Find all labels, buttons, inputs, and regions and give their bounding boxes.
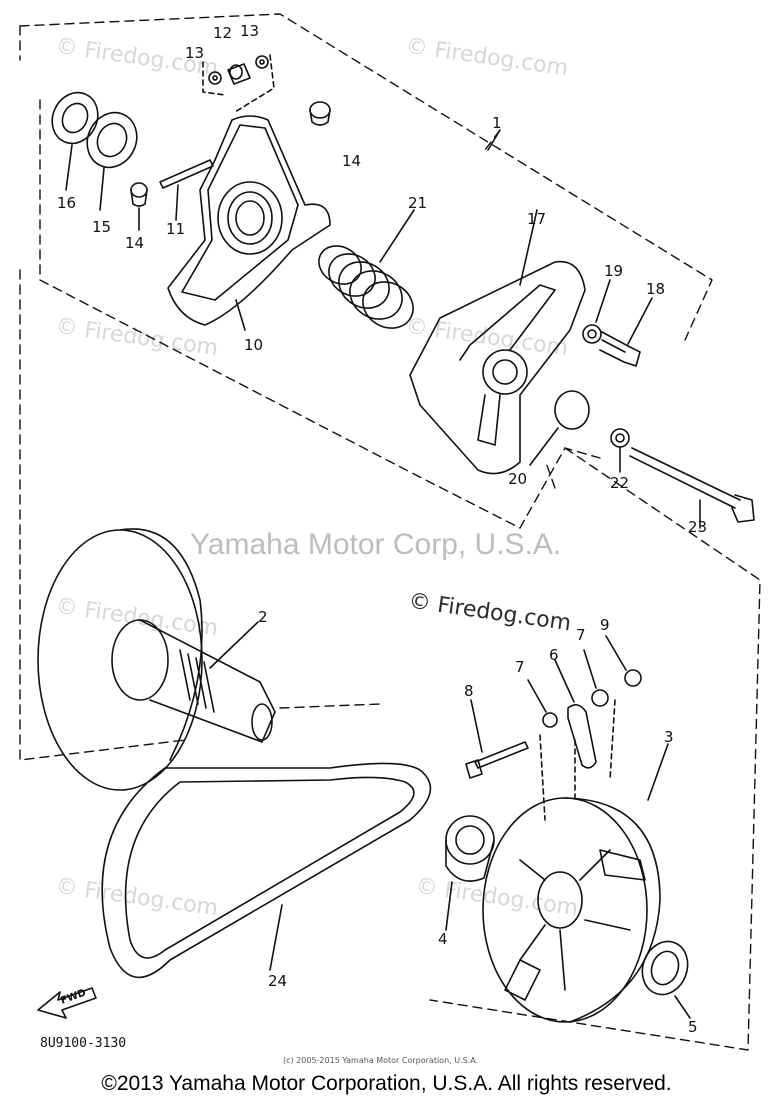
part-8-bolt <box>465 699 529 779</box>
part-19-washer <box>582 279 611 344</box>
callout-24: 24 <box>268 972 287 990</box>
small-credit: (c) 2005-2015 Yamaha Motor Corporation, … <box>283 1056 479 1065</box>
watermark-yamaha: Yamaha Motor Corp, U.S.A. <box>190 528 562 561</box>
diagram-code: 8U9100-3130 <box>40 1036 127 1051</box>
callout-9: 9 <box>600 616 610 634</box>
part-20-washer <box>529 390 590 466</box>
callout-10: 10 <box>244 336 263 354</box>
callout-4: 4 <box>438 930 448 948</box>
part-4-bushing <box>445 815 495 931</box>
part-16-washer <box>51 91 99 191</box>
part-3-movable-sheave <box>482 743 669 1023</box>
callout-1: 1 <box>492 114 502 132</box>
callout-13b: 13 <box>240 22 259 40</box>
part-17-cover <box>409 209 586 475</box>
callout-2: 2 <box>258 608 268 626</box>
part-22-nut <box>610 428 630 473</box>
callout-20: 20 <box>508 470 527 488</box>
fwd-arrow-icon <box>37 987 97 1019</box>
callout-18: 18 <box>646 280 665 298</box>
part-11-bolt <box>159 159 214 221</box>
callout-6: 6 <box>549 646 559 664</box>
callout-13a: 13 <box>185 44 204 62</box>
callout-16: 16 <box>57 194 76 212</box>
callout-21: 21 <box>408 194 427 212</box>
callout-23: 23 <box>688 518 707 536</box>
part-21-spring <box>318 209 415 329</box>
callout-7b: 7 <box>515 658 525 676</box>
callout-7a: 7 <box>576 626 586 644</box>
part-9-nut <box>605 635 642 687</box>
callout-19: 19 <box>604 262 623 280</box>
part-5-washer <box>641 940 691 1019</box>
callout-14b: 14 <box>342 152 361 170</box>
callout-12: 12 <box>213 24 232 42</box>
part-6-weight <box>554 659 597 769</box>
assembly-3-boundary <box>19 269 761 1051</box>
part-12-collar <box>227 63 251 85</box>
part-18-bolt <box>599 297 653 367</box>
part-7-washer <box>527 649 609 728</box>
part-14-pin-right <box>309 101 331 126</box>
callout-22: 22 <box>610 474 629 492</box>
callout-5: 5 <box>688 1018 698 1036</box>
callout-3: 3 <box>664 728 674 746</box>
copyright-footer: ©2013 Yamaha Motor Corporation, U.S.A. A… <box>101 1072 672 1095</box>
callout-15: 15 <box>92 218 111 236</box>
callout-8: 8 <box>464 682 474 700</box>
part-23-bolt <box>629 447 755 529</box>
part-14-pin <box>130 182 148 231</box>
part-10-spider <box>167 115 331 331</box>
part-2-fixed-sheave <box>37 528 276 791</box>
callout-17: 17 <box>527 210 546 228</box>
callout-11: 11 <box>166 220 185 238</box>
part-24-vbelt <box>101 762 432 979</box>
part-13-washer <box>208 55 269 85</box>
callout-14a: 14 <box>125 234 144 252</box>
part-15-washer <box>86 111 138 211</box>
